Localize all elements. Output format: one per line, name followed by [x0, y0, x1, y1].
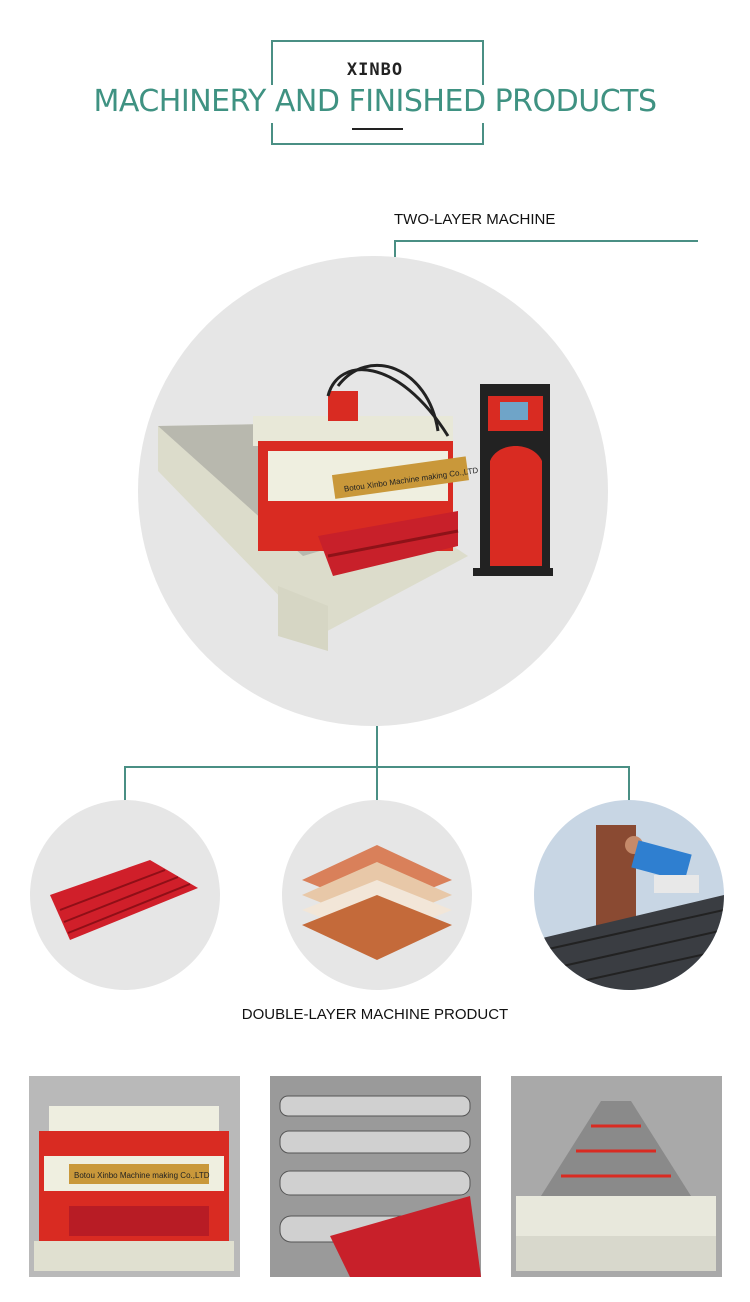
connector-line [376, 726, 378, 768]
brand-name: XINBO [346, 60, 404, 80]
connector-line [628, 766, 630, 801]
connector-line [394, 240, 698, 242]
red-tile-sheet-image [50, 860, 198, 940]
main-machine-circle: Botou Xinbo Machine making Co.,LTD [138, 256, 608, 726]
nameplate-text: Botou Xinbo Machine making Co.,LTD [74, 1171, 210, 1180]
connector-line [394, 240, 396, 257]
main-machine-label: TWO-LAYER MACHINE [394, 211, 556, 228]
title-underline [352, 128, 403, 130]
products-label: DOUBLE-LAYER MACHINE PRODUCT [241, 1006, 509, 1023]
product-circle-tile-sheet [30, 800, 220, 990]
connector-line [376, 766, 378, 801]
tile-profiles-image [302, 845, 452, 960]
two-layer-machine-image: Botou Xinbo Machine making Co.,LTD [158, 363, 553, 651]
gallery-photo-end [511, 1076, 722, 1277]
connector-line [124, 766, 126, 801]
gallery-photo-rollers [270, 1076, 481, 1277]
worker-installing-tiles-image [534, 825, 724, 990]
product-circle-installation [534, 800, 724, 990]
gallery-photo-front: Botou Xinbo Machine making Co.,LTD [29, 1076, 240, 1277]
page-title: MACHINERY AND FINISHED PRODUCTS [93, 84, 657, 119]
product-circle-tile-profiles [282, 800, 472, 990]
